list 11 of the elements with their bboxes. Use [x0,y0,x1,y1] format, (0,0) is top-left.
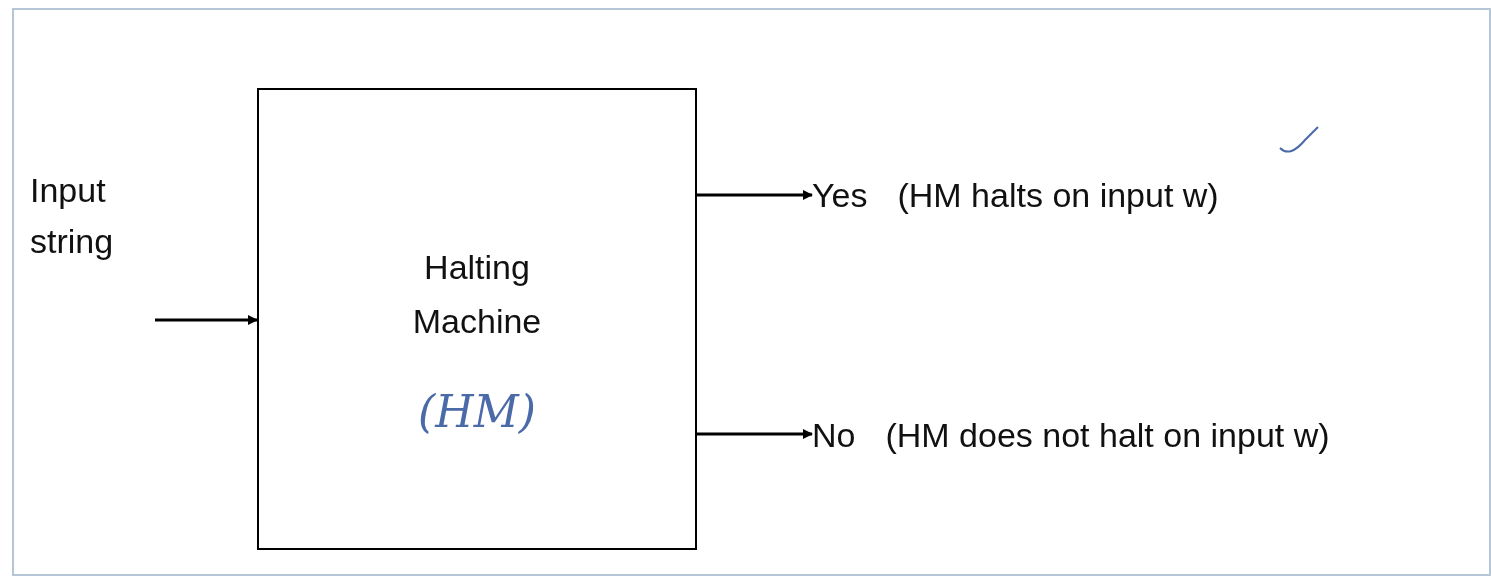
handwritten-note: (HM) [418,384,536,439]
arrow [697,190,813,200]
arrow [155,315,258,325]
output-label: Yes [812,174,868,216]
process-box [257,88,697,550]
arrow [697,429,813,439]
input-label: Input string [30,170,115,262]
output-description: (HM does not halt on input w) [885,414,1330,456]
box-title: Halting Machine [411,247,543,343]
output-description: (HM halts on input w) [897,174,1219,216]
output-label: No [812,414,856,456]
